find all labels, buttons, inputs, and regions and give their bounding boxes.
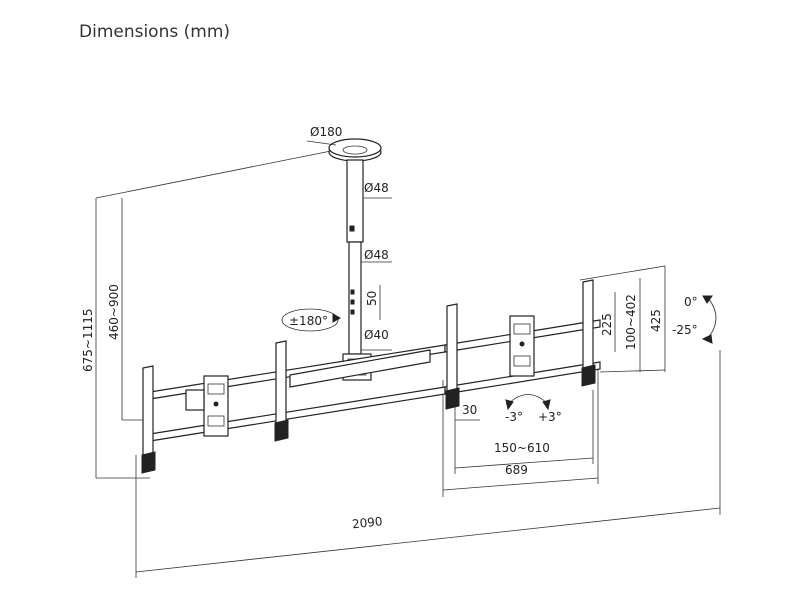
- plate-diameter-label: Ø180: [310, 125, 342, 139]
- bracket-height-label: 425: [649, 309, 663, 332]
- ceiling-plate: [306, 138, 382, 162]
- pole-upper-diameter-label: Ø48: [364, 181, 389, 195]
- tilt-down-label: -25°: [672, 323, 698, 337]
- left-vertical-rail-2: [274, 340, 289, 442]
- tilt-up-label: 0°: [684, 295, 698, 309]
- swivel-label: ±180°: [289, 314, 328, 328]
- bracket-width-label: 689: [505, 463, 528, 477]
- vesa-height-range-label: 100~402: [624, 294, 638, 350]
- total-height-label: 675~1115: [81, 309, 95, 373]
- bracket-30-label: 30: [462, 403, 477, 417]
- ceiling-pole: [346, 159, 392, 355]
- right-height-dimensions: [579, 265, 666, 373]
- right-vertical-rail-2: [581, 279, 596, 387]
- pole-lower-diameter-label: Ø40: [364, 328, 389, 342]
- tilt-left-label: -3°: [505, 410, 523, 424]
- pole-step-label: 50: [365, 291, 379, 306]
- tilt-right-label: +3°: [538, 410, 562, 424]
- vesa-height-225-label: 225: [600, 313, 614, 336]
- page-title: Dimensions (mm): [79, 22, 231, 42]
- left-arm-plate: [185, 375, 229, 437]
- bracket-width-dimension: [442, 370, 599, 497]
- left-vertical-rail-1: [141, 365, 156, 474]
- vertical-tilt-arrow: [701, 295, 717, 344]
- pole-middle-diameter-label: Ø48: [364, 248, 389, 262]
- pole-height-label: 460~900: [107, 284, 121, 340]
- vesa-width-label: 150~610: [494, 441, 550, 455]
- right-vertical-rail-1: [445, 303, 460, 410]
- total-width-dimension: [135, 350, 721, 578]
- height-dimension-lines: [95, 149, 337, 479]
- right-arm-plate: [509, 315, 535, 377]
- swivel-indicator: [281, 308, 342, 332]
- total-width-label: 2090: [351, 514, 383, 531]
- side-tilt-arrow: [505, 394, 551, 411]
